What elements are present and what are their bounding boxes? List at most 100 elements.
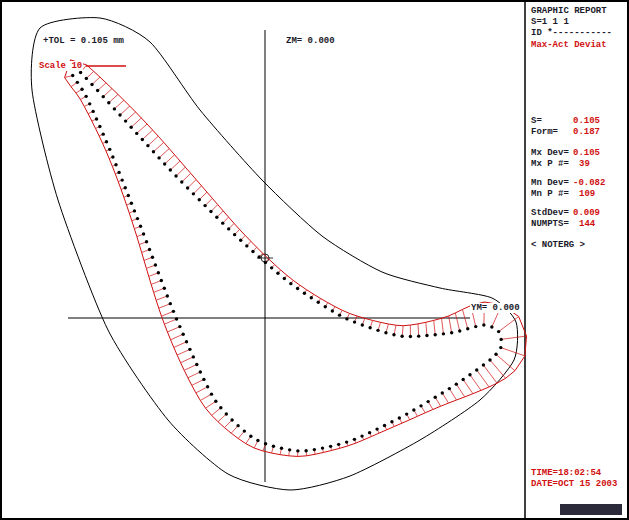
measured-point — [317, 301, 320, 304]
measured-point — [98, 125, 101, 128]
measured-point — [84, 95, 87, 98]
deviation-line — [442, 393, 448, 403]
measured-point — [127, 194, 130, 197]
measured-point — [85, 77, 88, 80]
measured-point — [310, 296, 313, 299]
measured-point — [490, 325, 493, 328]
measured-point — [145, 240, 148, 243]
deviation-line — [418, 324, 420, 336]
measured-point — [412, 408, 415, 411]
measured-point — [276, 272, 279, 275]
deviation-hatch — [65, 60, 527, 457]
report-text: NUMPTS= — [530, 219, 570, 229]
report-text: S= — [530, 116, 543, 126]
measured-point — [230, 418, 233, 421]
deviation-line — [170, 161, 180, 170]
report-text: S=1 1 1 — [530, 17, 570, 27]
measured-point — [142, 232, 145, 235]
deviation-line — [196, 387, 208, 393]
deviation-line — [137, 124, 147, 133]
measured-point — [180, 180, 183, 183]
measured-point — [80, 87, 83, 90]
measured-point — [450, 331, 453, 334]
measured-point — [398, 416, 401, 419]
measured-point — [102, 95, 105, 98]
measured-point — [272, 444, 275, 447]
report-text: Mx Dev= — [530, 148, 570, 158]
tolerance-envelope — [31, 18, 517, 490]
report-text: StdDev= — [530, 208, 570, 218]
report-text: GRAPHIC REPORT — [530, 6, 608, 16]
deviation-line — [165, 155, 175, 164]
deviation-line — [114, 100, 123, 109]
measured-point — [304, 449, 307, 452]
measured-point — [368, 326, 371, 329]
measured-point — [219, 406, 222, 409]
report-text: Mn Dev= — [530, 178, 570, 188]
measured-point — [107, 101, 110, 104]
measured-point — [458, 329, 461, 332]
measured-point — [448, 387, 451, 390]
measured-point — [468, 373, 471, 376]
deviation-line — [442, 318, 444, 334]
report-text: 0.105 — [572, 148, 601, 158]
deviation-line — [131, 118, 141, 127]
measured-point — [375, 427, 378, 430]
measured-point — [135, 132, 138, 135]
measured-point — [331, 309, 334, 312]
measured-point — [163, 162, 166, 165]
deviation-line — [126, 112, 136, 121]
deviation-line — [434, 320, 436, 334]
report-text: YM= 0.000 — [470, 303, 521, 313]
measured-point — [169, 302, 172, 305]
nominal-path — [72, 68, 502, 451]
nominal-points — [71, 67, 503, 453]
measured-point — [124, 119, 127, 122]
measured-point — [409, 335, 412, 338]
measured-point — [202, 378, 205, 381]
deviation-line — [177, 349, 190, 355]
deviation-line — [153, 142, 163, 151]
measured-point — [324, 305, 327, 308]
deviation-line — [109, 94, 118, 102]
measured-point — [151, 256, 154, 259]
report-text: 0.187 — [572, 127, 601, 137]
report-text: 109 — [578, 189, 596, 199]
measured-point — [120, 178, 123, 181]
measured-point — [152, 150, 155, 153]
deviation-line — [212, 408, 221, 416]
measured-point — [198, 198, 201, 201]
report-text: 0.105 — [572, 116, 601, 126]
measured-point — [417, 334, 420, 337]
measured-point — [283, 277, 286, 280]
deviation-line — [200, 394, 211, 400]
measured-point — [166, 294, 169, 297]
measured-point — [376, 329, 379, 332]
measured-point — [90, 83, 93, 86]
measured-point — [233, 233, 236, 236]
measured-point — [251, 250, 254, 253]
measured-point — [482, 363, 485, 366]
deviation-line — [188, 372, 200, 378]
deviation-line — [206, 401, 216, 408]
deviation-line — [181, 357, 194, 363]
report-text: ZM= 0.000 — [285, 36, 336, 46]
measured-point — [157, 156, 160, 159]
scale-bar — [86, 65, 126, 67]
measured-point — [384, 331, 387, 334]
measured-point — [329, 445, 332, 448]
deviation-line — [501, 348, 525, 356]
y-axis — [68, 318, 470, 319]
measured-point — [400, 335, 403, 338]
measured-point — [249, 435, 252, 438]
measured-point — [338, 313, 341, 316]
measured-point — [221, 221, 224, 224]
measured-point — [181, 333, 184, 336]
deviation-line — [164, 319, 176, 324]
report-text: 144 — [578, 219, 596, 229]
measured-point — [482, 323, 485, 326]
measured-point — [296, 449, 299, 452]
deviation-line — [426, 322, 427, 335]
measured-point — [303, 291, 306, 294]
measured-point — [174, 174, 177, 177]
